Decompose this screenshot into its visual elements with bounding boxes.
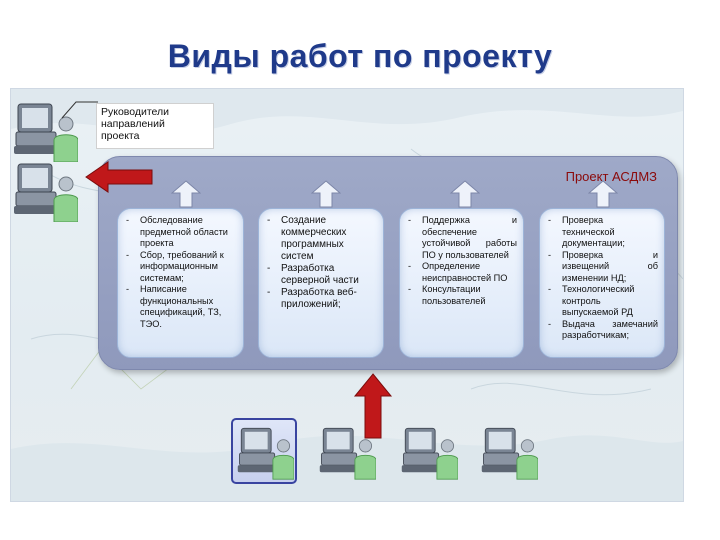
list-item: Консультации пользователей: [408, 284, 517, 307]
up-arrow-icon: [310, 180, 342, 213]
slide-title: Виды работ по проекту: [167, 38, 553, 74]
work-column-development: Создание коммерческих программных систем…: [258, 208, 384, 358]
work-column-support: Поддержка и обеспечение устойчивой работ…: [399, 208, 524, 358]
left-arrow-icon: [84, 160, 154, 199]
list-item: Проверка и извещений об изменении НД;: [548, 250, 658, 285]
up-arrow-icon: [449, 180, 481, 213]
project-label: Проект АСДМЗ: [565, 169, 657, 184]
leader-connector: [61, 101, 98, 119]
user-at-computer-icon: [480, 424, 539, 485]
user-at-computer-icon: [12, 100, 79, 167]
up-arrow-icon: [170, 180, 202, 213]
user-at-computer-icon: [318, 424, 377, 485]
list-item: Поддержка и обеспечение устойчивой работ…: [408, 215, 517, 261]
list-item: Проверка технической документации;: [548, 215, 658, 250]
list-item: Разработка серверной части: [267, 263, 377, 287]
up-arrow-icon: [353, 372, 393, 445]
leaders-label: Руководители направлений проекта: [96, 103, 214, 149]
user-at-computer-icon: [400, 424, 459, 485]
user-at-computer-icon: [12, 160, 79, 227]
list-item: Выдача замечаний разработчикам;: [548, 319, 658, 342]
list-item: Написание функциональных спецификаций, Т…: [126, 284, 237, 330]
list-item: Технологический контроль выпускаемой РД: [548, 284, 658, 319]
user-at-computer-icon: [236, 424, 295, 485]
list-item: Разработка веб-приложений;: [267, 287, 377, 311]
list-item: Создание коммерческих программных систем: [267, 215, 377, 263]
work-column-control: Проверка технической документации; Прове…: [539, 208, 665, 358]
list-item: Сбор, требований к информационным систем…: [126, 250, 237, 285]
list-item: Определение неисправностей ПО: [408, 261, 517, 284]
up-arrow-icon: [587, 180, 619, 213]
list-item: Обследование предметной области проекта: [126, 215, 237, 250]
work-column-survey: Обследование предметной области проекта …: [117, 208, 244, 358]
